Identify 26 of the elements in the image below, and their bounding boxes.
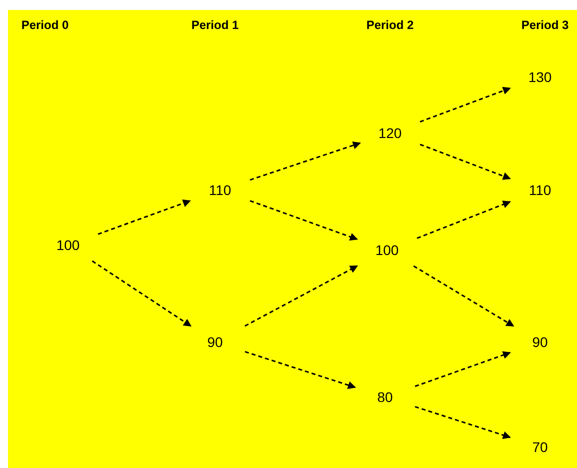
value-label: 70: [532, 439, 548, 455]
value-label: 90: [532, 334, 548, 350]
dashed-arrow: [98, 199, 191, 235]
period-heading: Period 0: [21, 18, 69, 32]
value-label: 130: [528, 69, 552, 85]
dashed-arrow: [413, 265, 514, 327]
dashed-arrow: [414, 351, 511, 388]
value-label: 100: [375, 242, 399, 258]
dashed-arrow: [420, 144, 511, 180]
period-heading: Period 3: [521, 18, 569, 32]
value-label: 80: [377, 389, 393, 405]
dashed-arrow: [250, 200, 358, 241]
dashed-arrow: [244, 351, 356, 389]
value-label: 100: [56, 237, 80, 253]
dashed-arrow: [414, 406, 511, 439]
period-heading: Period 2: [366, 18, 414, 32]
value-label: 120: [378, 125, 402, 141]
dashed-arrow: [244, 265, 358, 327]
dashed-arrow: [250, 142, 361, 181]
dashed-arrow: [416, 200, 511, 239]
value-label: 90: [207, 334, 223, 350]
value-label: 110: [528, 182, 552, 198]
period-heading: Period 1: [191, 18, 239, 32]
value-label: 110: [208, 182, 232, 198]
dashed-arrow: [92, 260, 192, 327]
dashed-arrow: [420, 86, 511, 122]
